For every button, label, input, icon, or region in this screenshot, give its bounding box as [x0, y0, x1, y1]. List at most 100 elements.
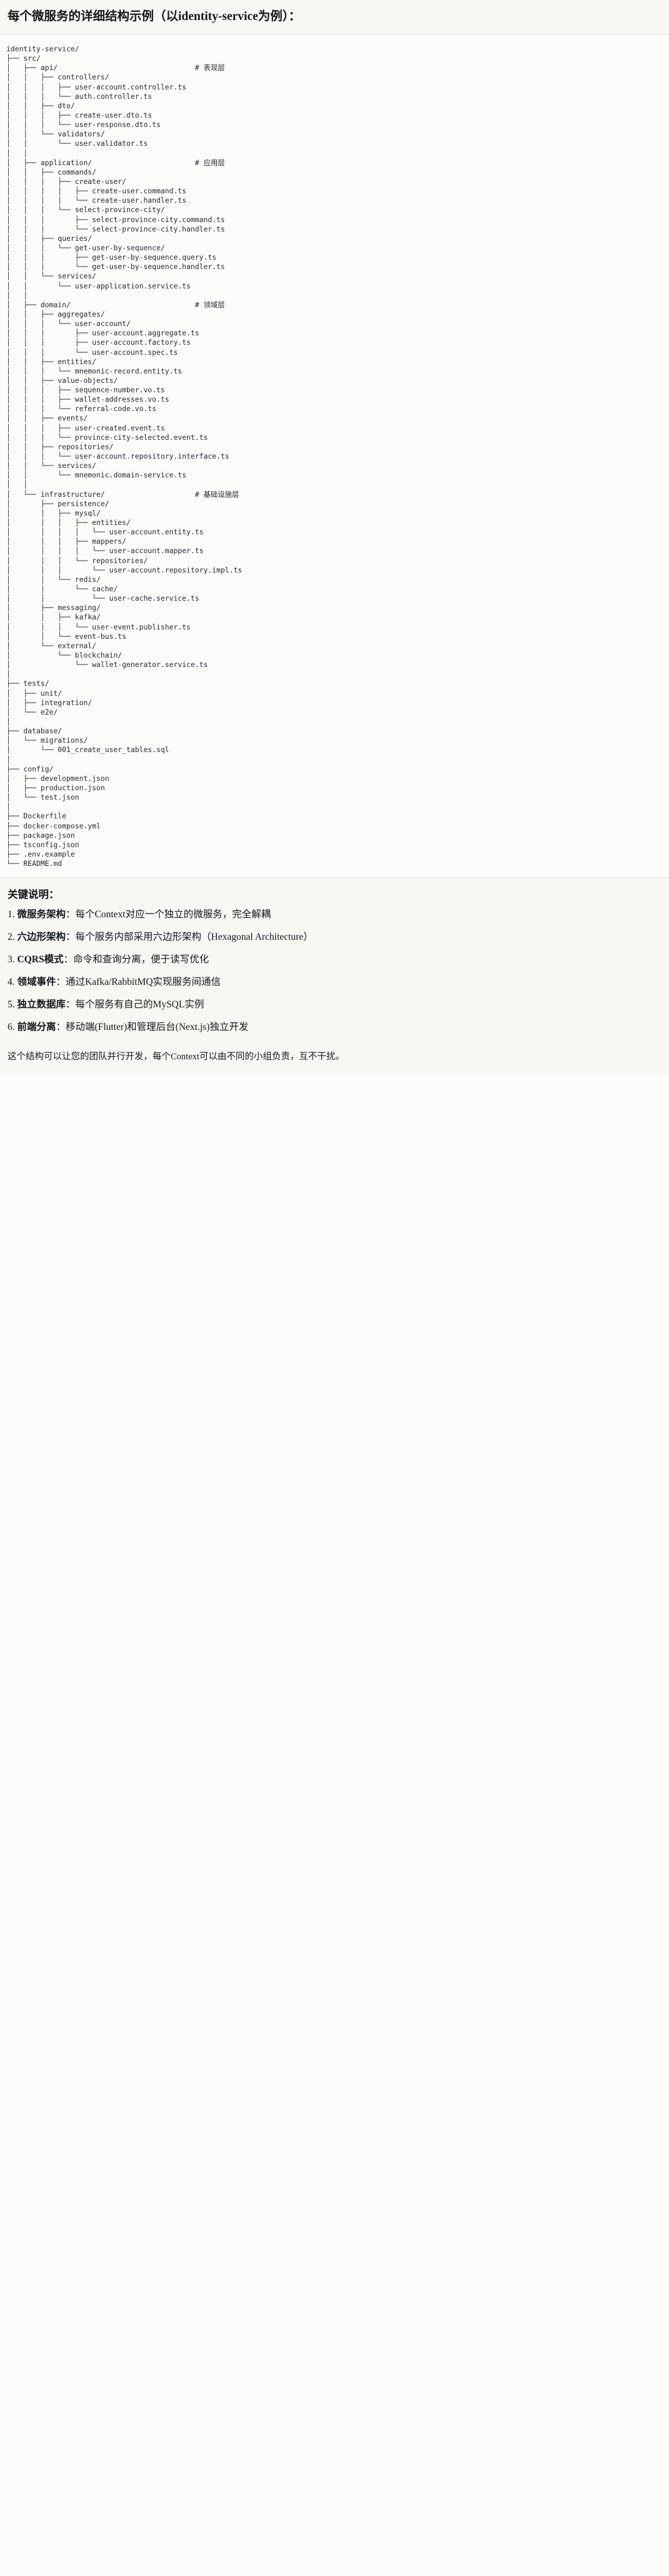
- tree-line-text: │ └── external/: [6, 641, 97, 650]
- tree-line: │ │ └── services/: [6, 461, 663, 471]
- tree-line-text: ├── .env.example: [6, 849, 75, 858]
- tree-line: │ │ └── redis/: [6, 575, 663, 584]
- tree-line-text: │ └── blockchain/: [6, 651, 123, 659]
- tree-line-text: │ │: [6, 480, 28, 489]
- tree-line-text: │ │ │ └── auth.controller.ts: [6, 91, 153, 101]
- tree-line-text: │ │ ├── repositories/: [6, 442, 114, 451]
- tree-line: │ │ │ ├── user-account.aggregate.ts: [6, 328, 663, 338]
- tree-line-text: │ │ │ └── user-account.repository.interf…: [6, 452, 229, 461]
- tree-line-text: │ │ │ └── repositories/: [6, 556, 148, 565]
- directory-tree: identity-service/├── src/│ ├── api/ # 表现…: [6, 44, 663, 868]
- key-note-separator: ：: [66, 932, 76, 943]
- tree-line-text: │ │ ├── queries/: [6, 233, 93, 243]
- tree-line-text: ├── src/: [6, 54, 41, 63]
- tree-line: │ │ ├── queries/: [6, 234, 663, 243]
- tree-line: │ │ │ └── get-user-by-sequence/: [6, 243, 663, 253]
- tree-line: │ │ │ │ ├── create-user.command.ts: [6, 186, 663, 196]
- tree-line-text: │ │ │ └── select-province-city.handler.t…: [6, 224, 225, 233]
- key-note-term: 独立数据库: [17, 999, 66, 1011]
- key-note-number: 6.: [8, 1022, 15, 1033]
- tree-line-text: │ │ ├── entities/: [6, 357, 97, 366]
- tree-line: │ │ └── services/: [6, 272, 663, 281]
- tree-line: │ ├── persistence/: [6, 499, 663, 509]
- tree-line-text: │: [6, 802, 11, 812]
- tree-line-comment: # 领域层: [194, 300, 225, 309]
- tree-line-text: │: [6, 669, 11, 679]
- tree-line: │ │ │ └── user-event.publisher.ts: [6, 623, 663, 632]
- key-note-number: 1.: [8, 909, 15, 920]
- tree-line: │ ├── integration/: [6, 698, 663, 708]
- tree-line-text: ├── docker-compose.yml: [6, 821, 101, 830]
- tree-line-text: │ │ └── user-cache.service.ts: [6, 594, 199, 603]
- tree-line-text: │ │ └── cache/: [6, 584, 118, 594]
- tree-line: │ │ │ ├── select-province-city.command.t…: [6, 215, 663, 225]
- key-note-description: 命令和查询分离，便于读写优化: [73, 954, 209, 965]
- tree-line-text: │ ├── development.json: [6, 773, 109, 783]
- tree-line: │: [6, 802, 663, 812]
- key-note-number: 3.: [8, 954, 15, 965]
- tree-line-text: │ │ │ │ ├── create-user.command.ts: [6, 186, 187, 196]
- key-note-separator: ：: [63, 954, 74, 965]
- tree-line: identity-service/: [6, 44, 663, 54]
- key-note-separator: ：: [56, 1022, 66, 1033]
- tree-line-text: │ ├── api/: [6, 63, 58, 73]
- tree-line: │ │ └── user-application.service.ts: [6, 282, 663, 291]
- tree-line-text: │ │ │ │ └── create-user.handler.ts: [6, 196, 187, 205]
- tree-line-text: │ ├── production.json: [6, 783, 105, 792]
- page-root: 每个微服务的详细结构示例（以identity-service为例）： ident…: [0, 0, 669, 1074]
- key-note-term: CQRS模式: [17, 954, 64, 965]
- tree-line-text: │ │ ├── value-objects/: [6, 375, 118, 385]
- tree-line: │ ├── api/ # 表现层: [6, 63, 663, 73]
- tree-line-text: │ │ │ ├── user-account.aggregate.ts: [6, 328, 199, 338]
- tree-line: │ │ │ └── user-account.repository.impl.t…: [6, 566, 663, 575]
- tree-line-text: │ │: [6, 290, 28, 300]
- tree-line: │ │ ├── kafka/: [6, 613, 663, 622]
- tree-line: │ │ └── user-cache.service.ts: [6, 594, 663, 603]
- tree-line-text: │ │ │ ├── select-province-city.command.t…: [6, 215, 225, 224]
- key-note-term: 领域事件: [17, 977, 56, 988]
- tree-line: ├── Dockerfile: [6, 812, 663, 821]
- tree-line-comment: # 基础设施层: [194, 489, 239, 499]
- tree-line: ├── src/: [6, 54, 663, 63]
- tree-line: │ │ │ ├── mappers/: [6, 537, 663, 546]
- tree-line: ├── docker-compose.yml: [6, 822, 663, 831]
- tree-line-text: │ └── wallet-generator.service.ts: [6, 660, 208, 669]
- tree-line: │ │ │ │ └── user-account.entity.ts: [6, 527, 663, 537]
- tree-line-text: │ ├── integration/: [6, 698, 93, 707]
- tree-line: │ └── 001_create_user_tables.sql: [6, 745, 663, 755]
- tree-line-text: │ │ │ ├── user-account.controller.ts: [6, 82, 187, 91]
- tree-line-text: │ │ │ ├── entities/: [6, 518, 131, 527]
- tree-line-text: │ │ │ └── referral-code.vo.ts: [6, 404, 157, 414]
- tree-line: │ │ │ └── mnemonic-record.entity.ts: [6, 367, 663, 376]
- tree-line-text: │ │ │ ├── create-user/: [6, 176, 127, 186]
- key-note-item: 3. CQRS模式：命令和查询分离，便于读写优化: [8, 953, 661, 966]
- tree-line: │ │ │ ├── entities/: [6, 518, 663, 527]
- tree-line: │ │ │ └── user-account.repository.interf…: [6, 452, 663, 461]
- tree-line: │ │ │ ├── wallet-addresses.vo.ts: [6, 395, 663, 404]
- tree-line: │ └── test.json: [6, 793, 663, 802]
- tree-line-text: │ │ └── services/: [6, 272, 97, 281]
- tree-line-text: │ │ │ ├── user-created.event.ts: [6, 423, 165, 432]
- key-notes-heading: 关键说明：: [8, 888, 59, 901]
- tree-line: │ │ │ ├── get-user-by-sequence.query.ts: [6, 253, 663, 262]
- key-note-description: 移动端(Flutter)和管理后台(Next.js)独立开发: [66, 1022, 249, 1033]
- key-note-description: 每个Context对应一个独立的微服务，完全解耦: [75, 909, 271, 920]
- tree-line-text: │ │ ├── aggregates/: [6, 309, 105, 318]
- tree-line-text: │ │ │ └── get-user-by-sequence.handler.t…: [6, 262, 225, 272]
- tree-line-comment: # 表现层: [194, 63, 225, 73]
- tree-line-text: │ │ └── event-bus.ts: [6, 631, 127, 641]
- tree-line: │ │ ├── entities/: [6, 357, 663, 367]
- tree-line-text: │ │ ├── mysql/: [6, 508, 101, 517]
- tree-line: │ │ └── mnemonic.domain-service.ts: [6, 471, 663, 480]
- tree-line-text: │ ├── persistence/: [6, 499, 109, 508]
- tree-line: │ │ └── event-bus.ts: [6, 632, 663, 641]
- page-title: 每个微服务的详细结构示例（以identity-service为例）：: [8, 10, 301, 23]
- tree-line: │ └── wallet-generator.service.ts: [6, 660, 663, 669]
- tree-line-text: │ │ │ ├── create-user.dto.ts: [6, 110, 153, 120]
- tree-line: │ │ └── user.validator.ts: [6, 139, 663, 148]
- tree-line: │ └── e2e/: [6, 708, 663, 717]
- tree-line: │ │ ├── dto/: [6, 101, 663, 111]
- tree-line-text: ├── database/: [6, 726, 63, 736]
- tree-line: │ │ │ └── referral-code.vo.ts: [6, 404, 663, 414]
- tree-line-text: │ │ │ └── select-province-city/: [6, 205, 165, 215]
